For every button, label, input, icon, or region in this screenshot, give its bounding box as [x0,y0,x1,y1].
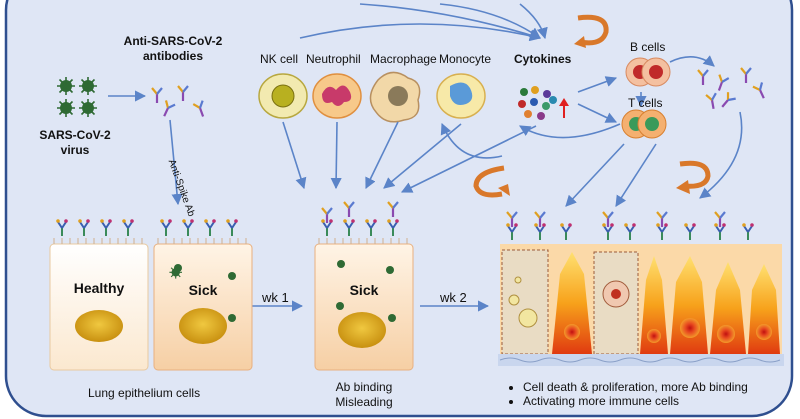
sick-label-2: Sick [349,282,379,298]
neutrophil-label: Neutrophil [306,52,361,66]
b-cells-label: B cells [630,40,666,54]
cilia [53,238,408,244]
macrophage-icon [369,71,421,123]
monocyte-label: Monocyte [439,52,492,66]
outcome-item: Activating more immune cells [523,394,800,408]
cycle-arrows [473,14,711,198]
sick-cell-1 [153,243,253,371]
t-cells-icon [621,109,667,139]
antibodies-label: Anti-SARS-CoV-2 antibodies [123,34,223,63]
macrophage-label: Macrophage [370,52,437,66]
healthy-label: Healthy [73,280,125,296]
neutrophil-icon [312,73,362,119]
wk1-label: wk 1 [262,290,289,305]
lung-epithelium-label: Lung epithelium cells [88,386,201,400]
cycle-arrow-heads [498,36,690,196]
outcome-list: Cell death & proliferation, more Ab bind… [505,380,800,408]
ab-binding-label: Ab binding Misleading [335,380,393,409]
outcome-item: Cell death & proliferation, more Ab bind… [523,380,800,394]
damaged-tissue [498,210,784,366]
monocyte-icon [436,73,486,119]
nk-cell-icon [258,73,308,119]
virus-label: SARS-CoV-2 virus [39,128,111,157]
healthy-cell [49,243,149,371]
cytokines-icon [518,86,569,120]
b-cells-icon [625,57,671,87]
nk-cell-label: NK cell [260,52,299,66]
flow-arrows [108,3,743,312]
sick-cell-2 [314,243,414,371]
wk2-label: wk 2 [440,290,467,305]
cytokines-label: Cytokines [514,52,572,66]
t-cells-label: T cells [628,96,663,110]
sick-label: Sick [188,282,218,298]
